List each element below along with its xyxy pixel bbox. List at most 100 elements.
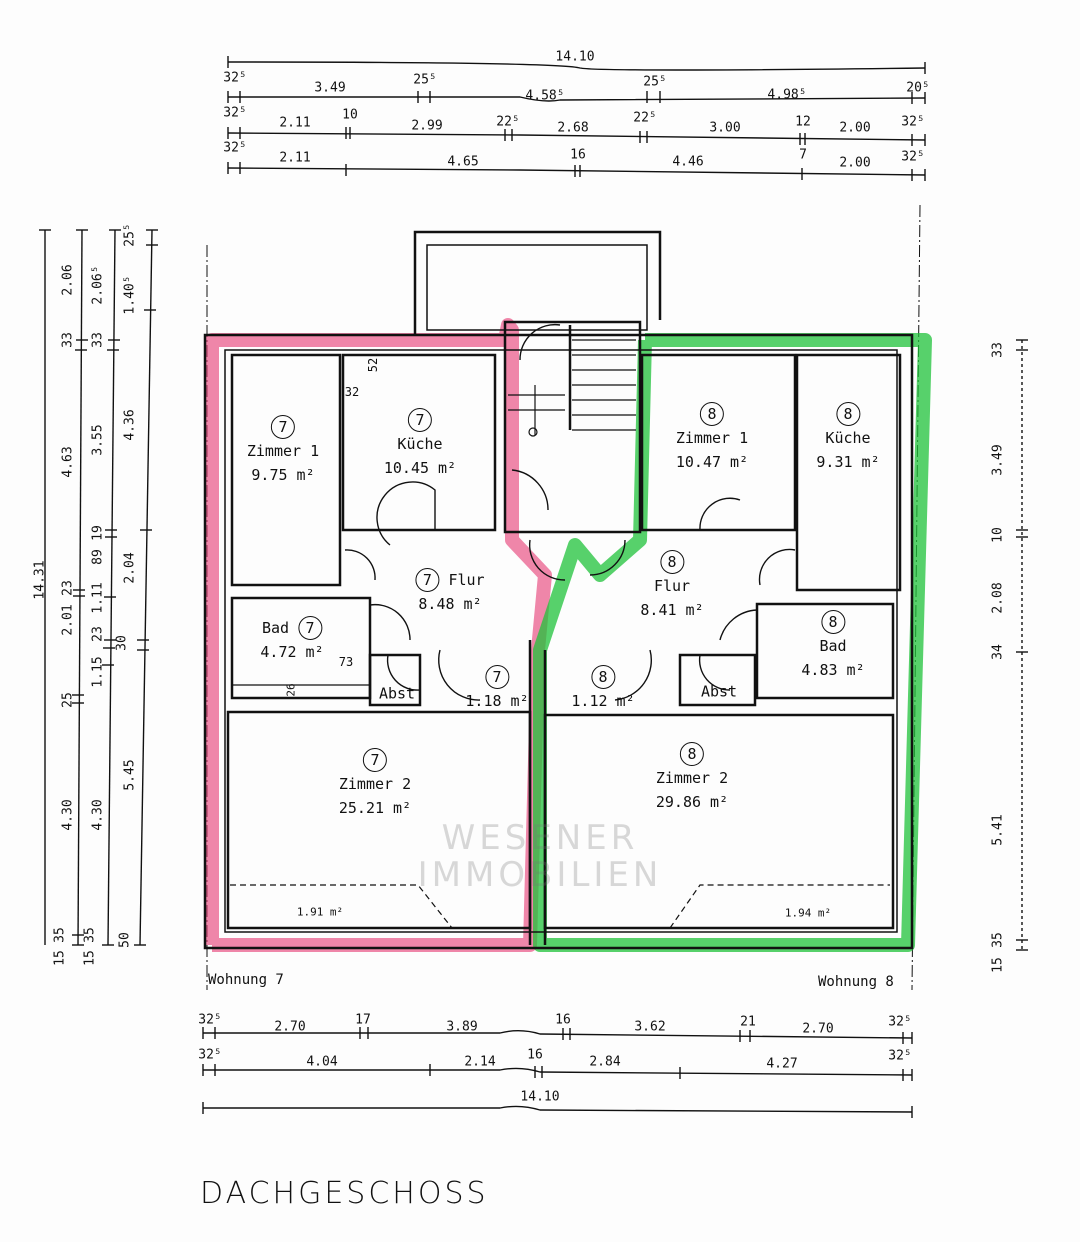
floor-title: DACHGESCHOSS <box>200 1176 489 1211</box>
dimension-label: 32⁵ <box>223 70 247 86</box>
room-name: Bad <box>819 637 847 655</box>
dimension-label: 35 <box>52 927 68 943</box>
dimension-label: 32⁵ <box>198 1012 222 1028</box>
room-area: 9.75 m² <box>251 466 315 484</box>
plan-dim: 73 <box>338 655 354 669</box>
plan-dim: 26 <box>284 683 298 697</box>
plan-dim: 52 <box>366 357 380 373</box>
dimension-label: 22⁵ <box>496 114 520 130</box>
dimension-label: 32⁵ <box>223 105 247 121</box>
room-name: Flur <box>653 577 691 595</box>
dimension-label: 4.46 <box>672 154 704 170</box>
dimension-label: 3.49 <box>990 444 1006 476</box>
unit-number: 8 <box>700 402 724 426</box>
room-name: Bad <box>261 619 290 637</box>
dimension-label: 5.41 <box>990 814 1006 846</box>
unit-number: 7 <box>408 408 432 432</box>
dimension-label: 1.15 <box>90 656 106 688</box>
dimension-label: 10 <box>990 527 1006 543</box>
sloped-area-7: 1.91 m² <box>296 905 344 919</box>
dimension-label: 32⁵ <box>198 1047 222 1063</box>
watermark-line1: WESENER <box>441 818 639 858</box>
staircase <box>508 339 636 437</box>
unit-number: 7 <box>485 665 509 689</box>
room-name: Küche <box>397 435 443 453</box>
door-swings <box>344 323 796 701</box>
room-name: Flur <box>448 571 485 589</box>
unit-number: 8 <box>836 402 860 426</box>
sloped-ceiling-lines <box>230 884 890 929</box>
room-area: 1.12 m² <box>571 692 635 710</box>
dimension-label: 10 <box>342 107 358 123</box>
dimension-label: 15 <box>990 957 1006 973</box>
dimension-label: 3.00 <box>709 120 741 136</box>
sloped-area-8: 1.94 m² <box>784 906 832 920</box>
dimension-label: 2.99 <box>411 118 443 134</box>
room-area: 8.41 m² <box>640 601 704 619</box>
dimension-label: 34 <box>990 644 1006 660</box>
dimension-label: 1.40⁵ <box>122 275 138 315</box>
dimension-label: 14.31 <box>32 560 48 600</box>
dimension-label: 4.04 <box>306 1054 338 1070</box>
dimension-label: 2.70 <box>274 1019 306 1035</box>
dimension-label: 3.62 <box>634 1019 666 1035</box>
dimension-label: 22⁵ <box>633 110 657 126</box>
dimension-label: 2.14 <box>464 1054 496 1070</box>
dimension-lines <box>44 61 1023 1113</box>
dimension-label: 89 <box>90 549 106 565</box>
dimension-label: 16 <box>570 147 586 163</box>
dimension-label: 19 <box>90 525 106 541</box>
unit-number: 7 <box>363 748 387 772</box>
dimension-label: 35 <box>82 927 98 943</box>
dimension-label: 35 <box>990 932 1006 948</box>
dimension-label: 2.68 <box>557 120 589 136</box>
watermark-line2: IMMOBILIEN <box>417 855 663 895</box>
storage-label-7: Abst <box>378 684 416 703</box>
dimension-label: 15 <box>82 950 98 966</box>
dimension-label: 30 <box>114 635 130 651</box>
dimension-label: 3.89 <box>446 1019 478 1035</box>
room-name: Zimmer 2 <box>655 769 729 787</box>
dimension-label: 4.30 <box>90 799 106 831</box>
dimension-label: 2.08 <box>990 582 1006 614</box>
dimension-label: 14.10 <box>555 49 595 65</box>
unit-number: 8 <box>821 610 845 634</box>
dimension-label: 15 <box>52 950 68 966</box>
dimension-label: 3.55 <box>90 424 106 456</box>
dimension-label: 32⁵ <box>223 140 247 156</box>
dimension-ticks <box>39 56 1028 1118</box>
unit-number: 8 <box>680 742 704 766</box>
room-name: Küche <box>825 429 871 447</box>
dimension-label: 14.10 <box>520 1089 560 1105</box>
dimension-label: 2.06 <box>60 264 76 296</box>
storage-label-8: Abst <box>700 682 738 701</box>
dimension-label: 33 <box>990 342 1006 358</box>
dimension-label: 25⁵ <box>643 74 667 90</box>
unit-label-wohnung-8: Wohnung 8 <box>818 974 894 990</box>
dimension-label: 4.98⁵ <box>767 87 807 103</box>
room-area: 10.45 m² <box>383 459 457 477</box>
room-area: 8.48 m² <box>418 595 482 613</box>
room-area: 4.83 m² <box>801 661 865 679</box>
dimension-label: 4.58⁵ <box>525 88 565 104</box>
dimension-label: 2.11 <box>279 115 311 131</box>
dimension-label: 2.84 <box>589 1054 621 1070</box>
room-name: Zimmer 1 <box>246 442 320 460</box>
unit-8-highlight <box>533 333 932 952</box>
dimension-label: 5.45 <box>122 759 138 791</box>
dimension-label: 50 <box>117 932 133 948</box>
unit-number: 8 <box>660 550 684 574</box>
room-area: 1.18 m² <box>465 692 529 710</box>
dimension-label: 12 <box>795 114 811 130</box>
room-area: 29.86 m² <box>655 793 729 811</box>
dimension-label: 16 <box>555 1012 571 1028</box>
